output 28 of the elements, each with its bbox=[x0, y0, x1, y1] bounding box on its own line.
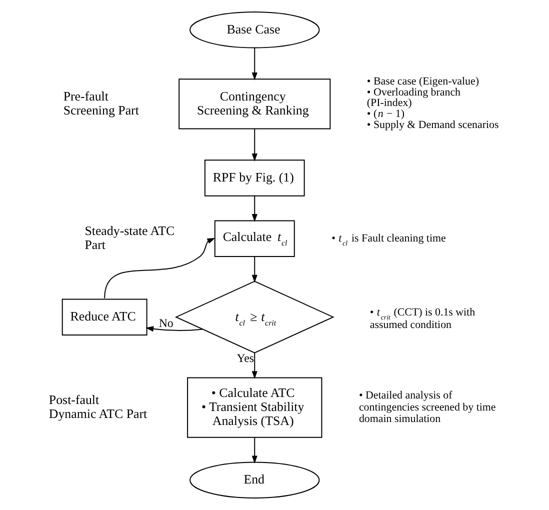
node-diamond: t$_{cl}$ ≥ t$_{crit}$ bbox=[174, 280, 334, 354]
arrow bbox=[104, 238, 216, 299]
node-label: • Detailed analysis of contingencies screened by time domain simulation bbox=[358, 389, 496, 426]
node-label: • t$_{cl}$ is Fault cleaning time bbox=[332, 232, 446, 248]
node-box: Reduce ATC bbox=[62, 298, 148, 336]
arrow bbox=[252, 47, 258, 80]
edge-label: Yes bbox=[236, 350, 254, 365]
node-box: RPF by Fig. (1) bbox=[204, 160, 305, 196]
label: Post-fault Dynamic ATC Part bbox=[48, 392, 148, 421]
node-box: Calculate t$_{cl}$ bbox=[214, 220, 295, 257]
arrow bbox=[252, 128, 258, 162]
node-label: • Supply & Demand scenarios bbox=[366, 119, 499, 132]
node-label: • Overloading branch (PI-index) bbox=[366, 86, 461, 110]
node-ellipse: Base Case bbox=[190, 12, 320, 48]
arrow bbox=[252, 256, 258, 283]
node-label: • Base case (Eigen-value) bbox=[366, 75, 479, 88]
label: Pre-fault Screening Part bbox=[63, 88, 139, 118]
arrow bbox=[252, 352, 258, 380]
node-label: • t$_{crit}$ (CCT) is 0.1s with assumed condition bbox=[370, 306, 476, 331]
arrow bbox=[146, 326, 204, 332]
node-ellipse: End bbox=[190, 462, 320, 498]
node-box: Contingency Screening & Ranking bbox=[178, 78, 331, 130]
arrow bbox=[252, 437, 258, 464]
edge-label: No bbox=[158, 316, 174, 330]
label: Steady-state ATC Part bbox=[84, 223, 175, 252]
node-label: • (n − 1) bbox=[366, 108, 405, 120]
arrow bbox=[252, 195, 258, 222]
node-box: • Calculate ATC • Transient Stability Analysis (TSA) bbox=[187, 377, 322, 438]
